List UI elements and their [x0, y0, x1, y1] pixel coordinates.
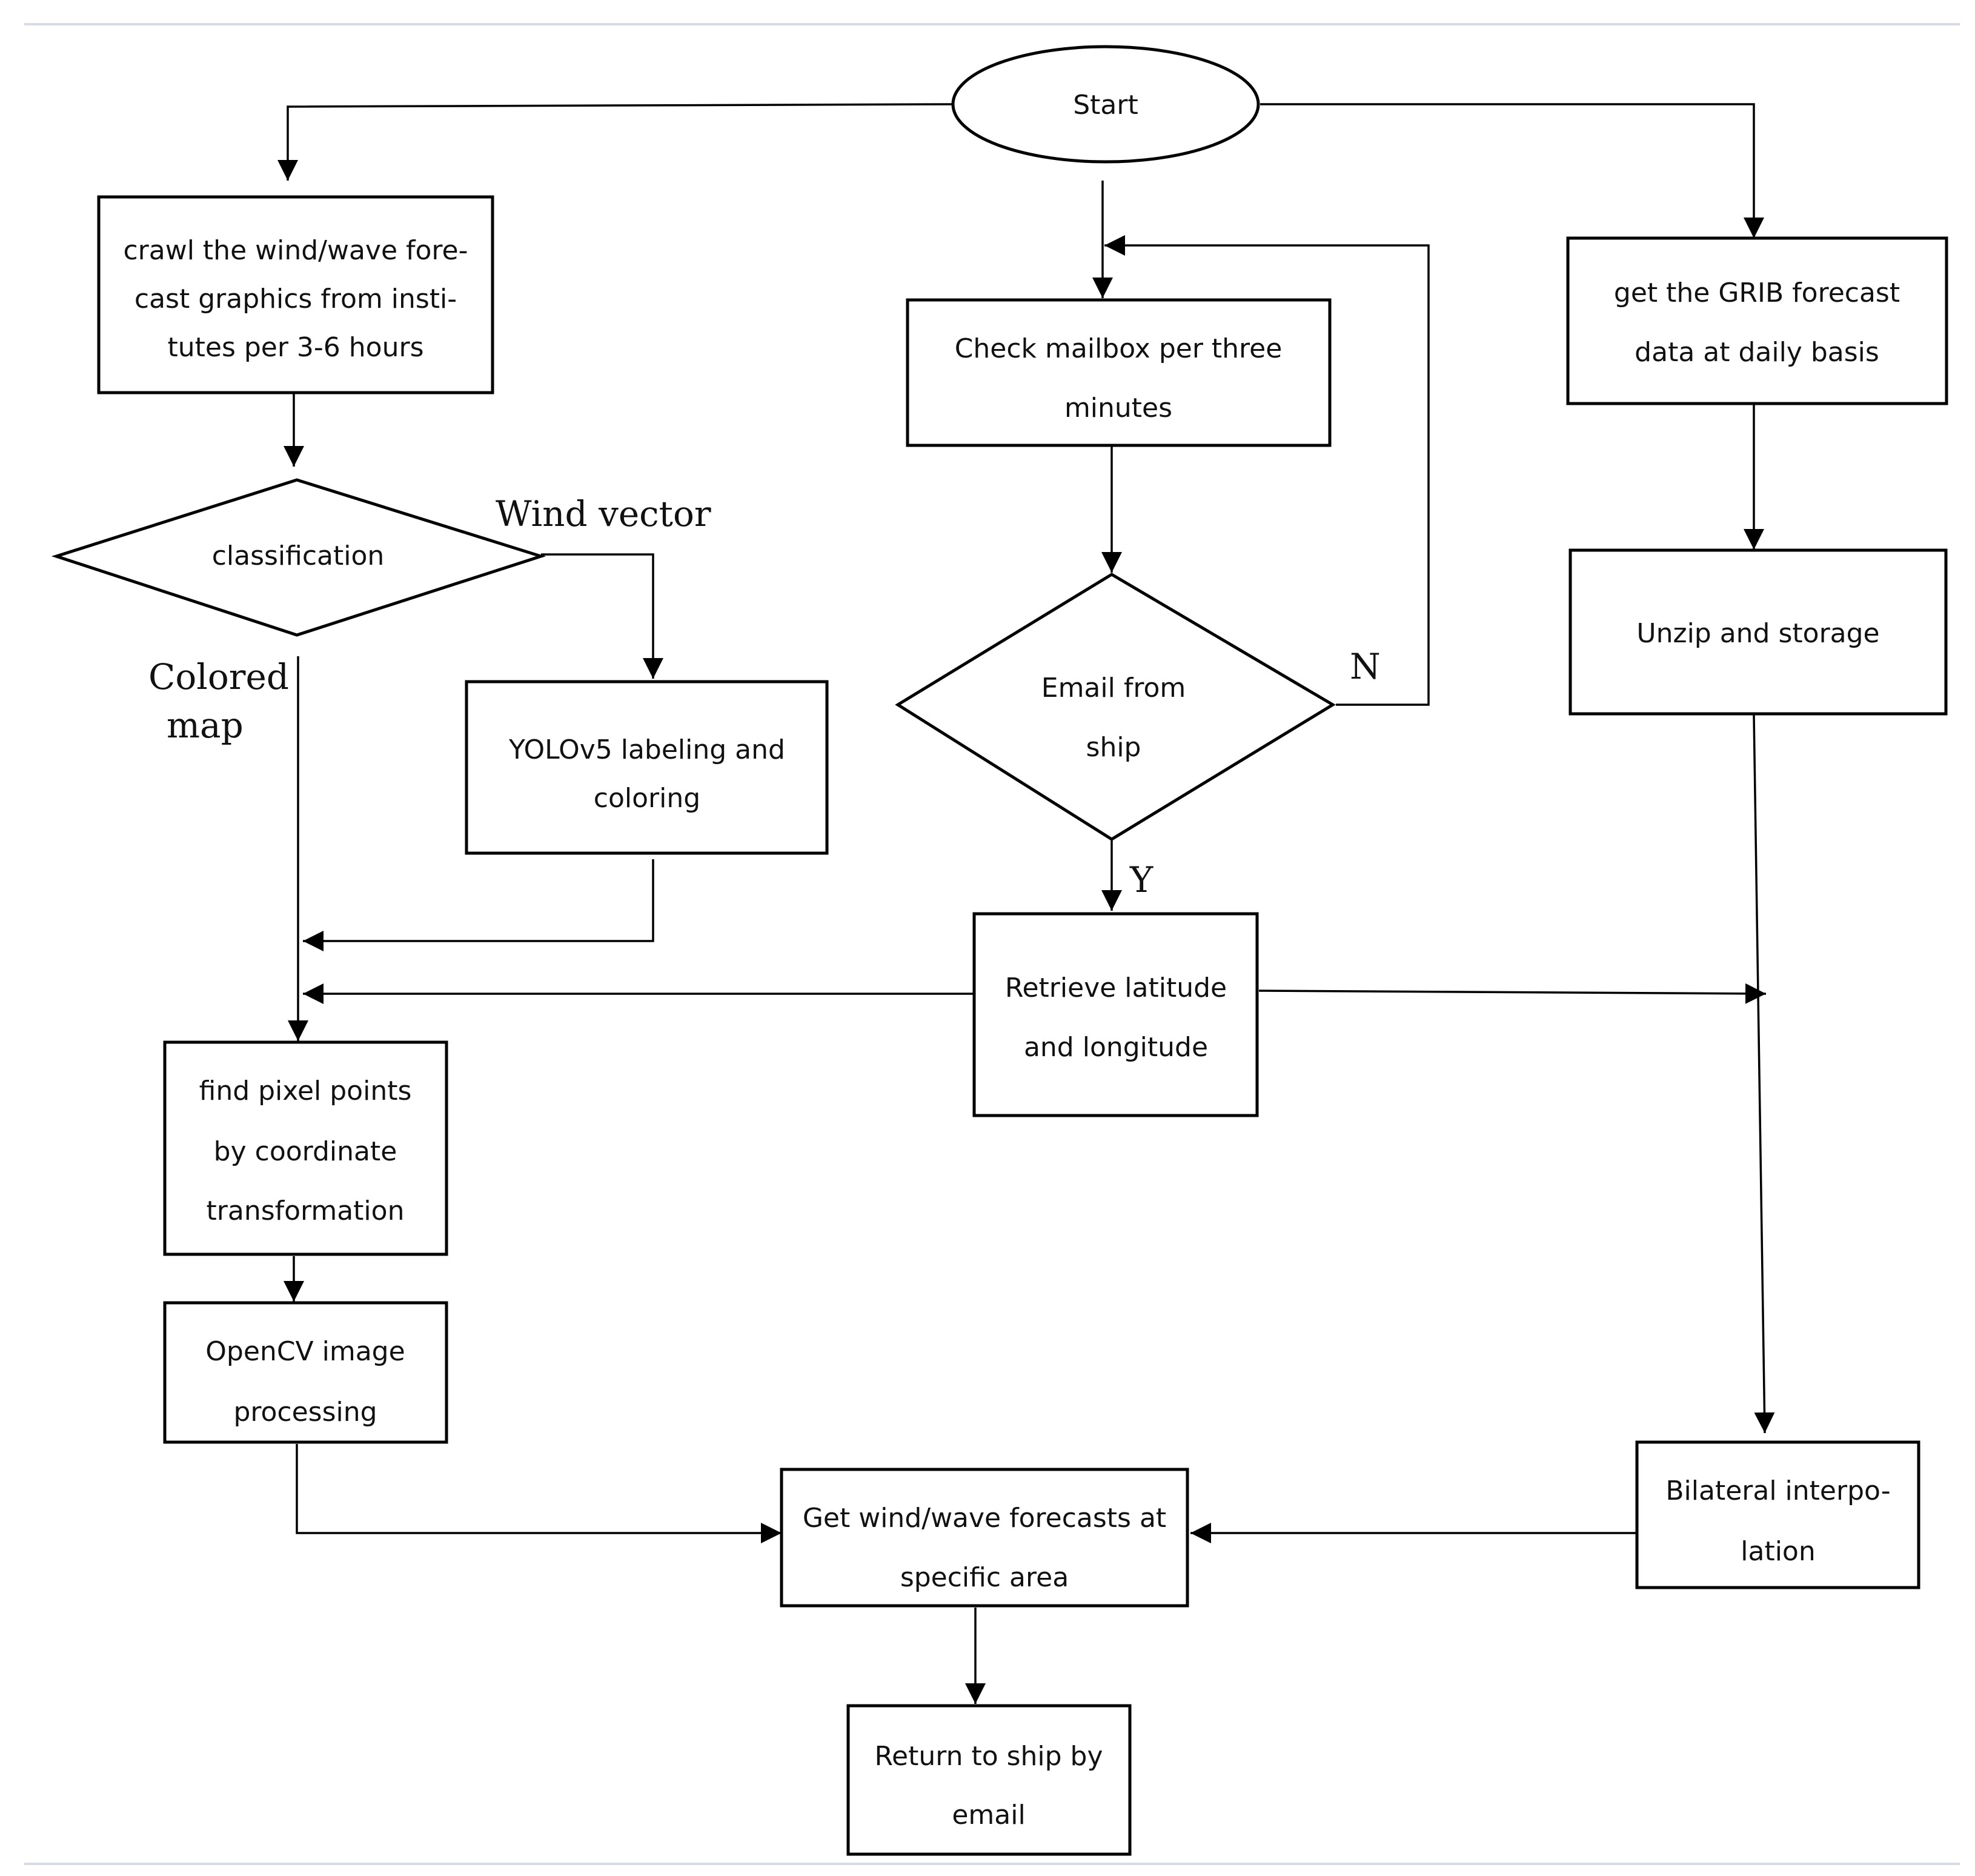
start-label: Start — [1073, 90, 1138, 121]
crawl-label-line-3: tutes per 3-6 hours — [167, 332, 423, 363]
bilateral-node: Bilateral interpo- lation — [1635, 1440, 1920, 1589]
crawl-label-line-2: cast graphics from insti- — [134, 284, 457, 314]
crawl-node: crawl the wind/wave fore- cast graphics … — [97, 195, 494, 394]
get-forecasts-node: Get wind/wave forecasts at specific area — [780, 1468, 1189, 1608]
check-mailbox-label-line-1: Check mailbox per three — [955, 333, 1283, 364]
grib-label-line-1: get the GRIB forecast — [1614, 278, 1900, 308]
return-ship-label-line-2: email — [952, 1800, 1025, 1831]
retrieve-node: Retrieve latitude and longitude — [972, 912, 1259, 1117]
edge-opencv-to-get-forecasts — [296, 1444, 782, 1543]
yolo-label-line-2: coloring — [594, 783, 700, 814]
start-node: Start — [951, 45, 1260, 164]
grib-node: get the GRIB forecast data at daily basi… — [1566, 236, 1948, 405]
yes-label: Y — [1129, 859, 1153, 900]
get-forecasts-label-line-1: Get wind/wave forecasts at — [803, 1503, 1166, 1534]
yolo-label-line-1: YOLOv5 labeling and — [508, 734, 785, 765]
edge-start-to-grib — [1260, 103, 1764, 238]
get-forecasts-label-line-2: specific area — [900, 1562, 1069, 1593]
opencv-node: OpenCV image processing — [163, 1301, 448, 1444]
email-from-ship-label-line-1: Email from — [1041, 673, 1186, 704]
colored-map-label-line-2: map — [167, 705, 244, 746]
bilateral-label-line-1: Bilateral interpo- — [1665, 1475, 1890, 1506]
edge-classification-to-yolo — [541, 553, 663, 679]
find-pixel-label-line-3: transformation — [207, 1196, 405, 1226]
check-mailbox-label-line-2: minutes — [1064, 393, 1172, 424]
unzip-label: Unzip and storage — [1636, 618, 1879, 649]
opencv-label-line-1: OpenCV image — [205, 1336, 405, 1367]
classification-label: classification — [212, 541, 385, 571]
crawl-label-line-1: crawl the wind/wave fore- — [123, 235, 468, 266]
opencv-label-line-2: processing — [233, 1397, 377, 1428]
return-ship-label-line-1: Return to ship by — [874, 1741, 1103, 1772]
unzip-node: Unzip and storage — [1568, 548, 1948, 716]
find-pixel-node: find pixel points by coordinate transfor… — [163, 1040, 448, 1256]
edge-retrieve-to-right-line — [1258, 983, 1767, 1004]
retrieve-label-line-1: Retrieve latitude — [1005, 973, 1227, 1003]
classification-node: classification — [51, 478, 546, 637]
email-from-ship-node: Email from ship — [895, 573, 1336, 841]
edge-yolo-to-main-line — [303, 859, 654, 951]
bilateral-label-line-2: lation — [1741, 1536, 1815, 1567]
no-label: N — [1350, 646, 1381, 687]
yolo-node: YOLOv5 labeling and coloring — [465, 680, 829, 855]
find-pixel-label-line-2: by coordinate — [214, 1136, 397, 1167]
email-from-ship-label-line-2: ship — [1086, 732, 1141, 763]
edge-unzip-to-bilateral — [1753, 714, 1775, 1434]
edge-no-loop-back — [1104, 235, 1430, 706]
wind-vector-label: Wind vector — [496, 493, 711, 534]
colored-map-label-line-1: Colored — [148, 656, 289, 697]
edge-start-to-crawl — [277, 103, 955, 181]
check-mailbox-node: Check mailbox per three minutes — [906, 298, 1332, 447]
return-ship-node: Return to ship by email — [846, 1704, 1132, 1856]
grib-label-line-2: data at daily basis — [1635, 337, 1879, 368]
retrieve-label-line-2: and longitude — [1024, 1032, 1208, 1063]
find-pixel-label-line-1: find pixel points — [199, 1076, 412, 1106]
